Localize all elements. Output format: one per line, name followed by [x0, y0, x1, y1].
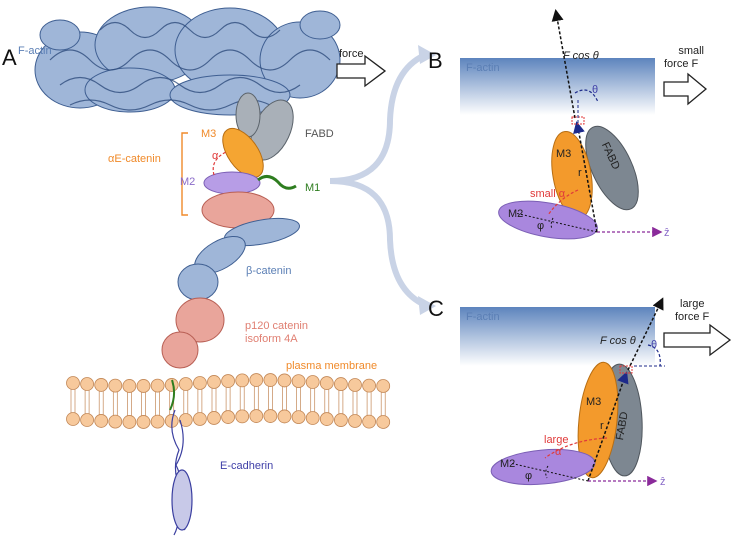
fabd-label-a: FABD	[305, 128, 334, 140]
alpha-label-a: α	[212, 150, 219, 162]
m2-label-c: M2	[500, 458, 516, 470]
e-cadherin-label: E-cadherin	[220, 460, 274, 472]
m3-structure	[222, 128, 264, 178]
membrane-label: plasma membrane	[286, 360, 378, 372]
m1-structure	[257, 175, 297, 190]
force-arrow-a	[336, 54, 387, 88]
force-label-b-line2: force F	[664, 58, 699, 70]
r-vector-b	[578, 132, 598, 233]
m2-shape-c	[490, 448, 596, 486]
fcos-vector-b	[551, 9, 576, 119]
ae-catenin-label: αE-catenin	[108, 153, 161, 165]
force-label-b-line1: small	[678, 45, 704, 57]
branch-arrows	[329, 52, 427, 308]
f-actin-label-b: F-actin	[466, 62, 500, 74]
force-arrow-c	[663, 323, 732, 357]
panel-label-b: B	[428, 48, 443, 73]
theta-label-b: θ	[592, 84, 599, 96]
r-label-b: r	[578, 167, 582, 179]
m2-label-b: M2	[508, 208, 524, 220]
b-catenin-label: β-catenin	[246, 265, 292, 277]
m2-label-a: M2	[180, 176, 196, 188]
panel-label-c: C	[428, 296, 444, 321]
force-label-c-line2: force F	[675, 311, 710, 323]
m2-structure	[203, 171, 261, 195]
large-label-c-line2: α	[555, 446, 562, 458]
f-actin-bar-b	[460, 58, 655, 115]
fabd-structure	[235, 92, 294, 161]
z-label-b: ẑ	[664, 227, 670, 239]
force-label-c-line1: large	[680, 298, 705, 310]
force-arrow-b	[663, 72, 708, 106]
m3-label-a: M3	[201, 128, 217, 140]
f-actin-label-a: F-actin	[18, 45, 52, 57]
theta-label-c: θ	[651, 339, 658, 351]
m3-label-b: M3	[556, 148, 572, 160]
p120-label-line2: isoform 4A	[245, 333, 298, 345]
f-actin-label-c: F-actin	[466, 311, 500, 323]
phi-label-b: φ	[537, 220, 545, 232]
m3-shape-c	[577, 361, 619, 479]
m3-label-c: M3	[586, 396, 602, 408]
large-label-c-line1: large	[544, 434, 569, 446]
fabd-shape-b	[585, 125, 639, 211]
f-actin-structure	[34, 6, 341, 116]
p120-label-line1: p120 catenin	[245, 320, 308, 332]
small-alpha-label: small α	[530, 188, 566, 200]
r-vector-c	[587, 381, 624, 482]
f-actin-bar-c	[460, 307, 655, 366]
fcos-label-b: F cos θ	[563, 50, 599, 62]
z-label-c: ẑ	[660, 476, 666, 488]
e-cadherin-structure	[171, 409, 193, 536]
r-label-c: r	[600, 420, 604, 432]
force-label-a: force	[339, 48, 364, 60]
b-catenin-structure	[177, 217, 300, 301]
panel-label-a: A	[2, 45, 17, 70]
phi-label-c: φ	[525, 470, 533, 482]
p120-structure	[161, 297, 225, 369]
fcos-label-c: F cos θ	[600, 335, 636, 347]
fcos-vector-c	[627, 297, 664, 371]
m2-shape-b	[498, 200, 598, 240]
plasma-membrane	[66, 373, 391, 429]
m1-label-a: M1	[305, 182, 321, 194]
